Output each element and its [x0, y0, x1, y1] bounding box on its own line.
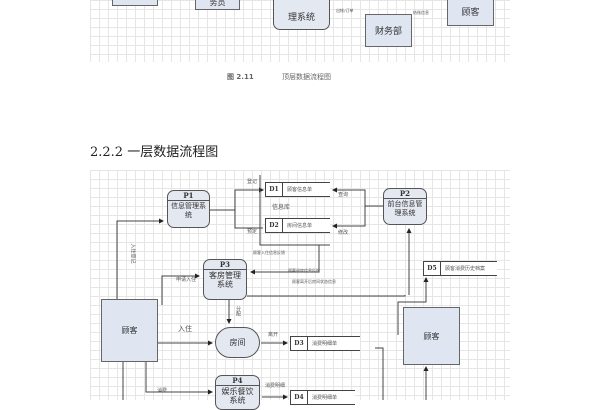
top-system-process: 理系统: [273, 0, 330, 30]
flow-checkin-req: 入住登记: [129, 243, 136, 264]
d4-id: D4: [290, 391, 308, 404]
figure-number: 图 2.11: [227, 73, 254, 81]
p1-name: 信息管理系统: [171, 202, 206, 219]
p2-id: P2: [384, 189, 426, 199]
d3-name: 消费明细单: [312, 341, 338, 347]
flow-room-status-feedback: 顾客离开后房间状态信息: [292, 279, 336, 284]
room-process[interactable]: 房间: [215, 327, 260, 358]
p1-id: P1: [168, 191, 209, 201]
p2-name: 前台信息管理系统: [387, 200, 423, 217]
flow-leave: 离开: [268, 332, 279, 338]
flow-reserve: 预定: [247, 229, 258, 235]
top-staff-box: 务员: [195, 0, 240, 10]
flow-modify: 修改: [338, 230, 349, 236]
flow-apply-in: 申请入住: [176, 277, 197, 283]
d3-id: D3: [290, 337, 308, 350]
store-d1[interactable]: D1 顾客信息单: [265, 182, 330, 197]
d5-id: D5: [423, 262, 441, 275]
store-d3[interactable]: D3 消费明细单: [290, 336, 360, 351]
figure-title: 顶层数据流程图: [281, 73, 331, 81]
top-finance-box: 财务部: [365, 14, 412, 47]
top-entity-box: [112, 0, 158, 6]
p4-id: P4: [216, 376, 259, 386]
flow-consume: 消费: [157, 388, 168, 394]
customer-entity-right[interactable]: 顾客: [403, 307, 460, 365]
flow-allocate: 分配: [235, 306, 241, 316]
store-d2[interactable]: D2 房间信息单: [265, 218, 330, 233]
flow-customer-info-feedback: 顾客入住信息反馈: [253, 250, 285, 255]
top-flow-label-1: 出帐/订单: [336, 8, 354, 13]
p3-name: 客房管理系统: [209, 271, 241, 289]
d2-id: D2: [265, 219, 283, 232]
flow-register: 登记: [247, 179, 258, 185]
top-customer-box: 顾客: [447, 0, 494, 26]
d1-name: 顾客信息单: [287, 187, 313, 193]
store-d5[interactable]: D5 顾客消费历史档案: [423, 261, 497, 276]
figure-caption: 图 2.11 顶层数据流程图: [227, 72, 331, 82]
flow-lines: [116, 175, 429, 400]
p4-name: 娱乐餐饮系统: [221, 387, 254, 405]
flow-query: 查询: [338, 192, 349, 198]
d4-name: 消费明细单: [312, 395, 338, 401]
level1-diagram-grid: [90, 170, 510, 400]
store-d4[interactable]: D4 消费明细单: [290, 390, 355, 405]
section-heading: 2.2.2 一层数据流程图: [90, 145, 219, 160]
top-flow-label-2: 结账信息: [413, 10, 429, 15]
p3-id: P3: [204, 260, 246, 270]
customer-entity-left[interactable]: 顾客: [101, 299, 158, 362]
flow-consume-detail: 消费明细: [265, 383, 286, 389]
d1-id: D1: [265, 183, 283, 196]
top-system-label: 理系统: [287, 13, 315, 23]
info-db-label: 信息库: [272, 204, 291, 211]
flow-room-info-feedback: 顾客退房信息反馈: [288, 268, 320, 273]
d2-name: 房间信息单: [287, 223, 313, 229]
flow-checkin: 入住: [178, 325, 192, 333]
d5-name: 顾客消费历史档案: [445, 266, 486, 272]
